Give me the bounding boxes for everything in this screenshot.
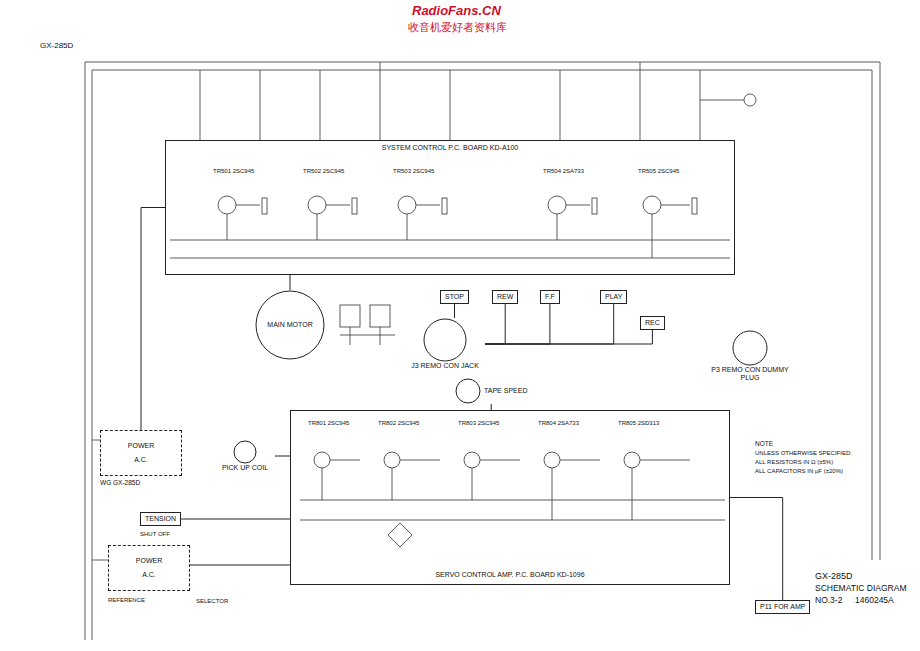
control-knob: TAPE SPEED	[455, 378, 527, 404]
schematic-label: TR803 2SC945	[458, 420, 499, 427]
power-switch-box: POWER A.C.	[108, 545, 190, 591]
node-text: P3 REMO CON DUMMY PLUG	[705, 366, 795, 382]
node-text: SERVO CONTROL AMP. P.C. BOARD KD-1096	[432, 571, 587, 579]
schematic-label: SELECTOR	[196, 598, 228, 605]
circle-outline	[732, 330, 768, 366]
wire-connector	[181, 519, 290, 520]
node-text: J3 REMO CON JACK	[411, 362, 479, 370]
wire-connector	[485, 304, 550, 344]
schematic-label: NO.3-2	[815, 596, 842, 605]
circle-outline	[455, 378, 481, 404]
switch-box: P11 FOR AMP	[755, 600, 810, 614]
schematic-label: 收音机爱好者资料库	[408, 21, 507, 33]
node-text: P11 FOR AMP	[760, 603, 805, 611]
connector-symbol: PICK UP COIL	[215, 440, 275, 472]
node-text: F.F	[545, 293, 555, 301]
wire-connector	[190, 565, 290, 566]
schematic-label: SHUT OFF	[140, 531, 170, 538]
node-text: PICK UP COIL	[222, 464, 268, 472]
switch-box: REW	[492, 290, 518, 304]
switch-box: TENSION	[140, 512, 181, 526]
schematic-label: TR505 2SC945	[638, 168, 679, 175]
node-text: A.C.	[142, 571, 156, 579]
schematic-label: TR502 2SC945	[303, 168, 344, 175]
schematic-label: REFERENCE	[108, 597, 145, 604]
node-text: REW	[497, 293, 513, 301]
schematic-label: TR504 2SA733	[543, 168, 584, 175]
schematic-label: 1460245A	[855, 596, 894, 605]
motor-symbol: MAIN MOTOR	[255, 290, 325, 360]
circle-outline	[423, 318, 467, 362]
node-text: STOP	[445, 293, 464, 301]
schematic-label: TR801 2SC945	[308, 420, 349, 427]
schematic-label: TR503 2SC945	[393, 168, 434, 175]
power-switch-box: POWER A.C.	[100, 430, 182, 476]
schematic-label: TR804 2SA733	[538, 420, 579, 427]
circuit-board: SYSTEM CONTROL P.C. BOARD KD-A100	[165, 140, 735, 275]
schematic-label: ALL CAPACITORS IN μF (±20%)	[755, 468, 843, 475]
circle-outline	[233, 440, 257, 464]
wire-connector	[275, 456, 290, 457]
schematic-label: SCHEMATIC DIAGRAM	[815, 584, 906, 593]
schematic-label: ALL RESISTORS IN Ω (±5%)	[755, 459, 833, 466]
switch-box: F.F	[540, 290, 560, 304]
circuit-board: SERVO CONTROL AMP. P.C. BOARD KD-1096	[290, 410, 730, 585]
schematic-label: NOTE	[755, 440, 773, 447]
node-text: PLAY	[605, 293, 622, 301]
switch-box: STOP	[440, 290, 469, 304]
schematic-label: GX-285D	[815, 572, 853, 582]
schematic-label: TR802 2SC945	[378, 420, 419, 427]
wire-connector	[290, 275, 291, 290]
schematic-label: WG GX-285D	[100, 479, 140, 486]
schematic-label: RadioFans.CN	[412, 4, 501, 18]
node-text: SYSTEM CONTROL P.C. BOARD KD-A100	[379, 144, 522, 152]
switch-box: PLAY	[600, 290, 627, 304]
node-text: TAPE SPEED	[484, 387, 527, 395]
node-text: REC	[645, 319, 660, 327]
wire-connector	[454, 304, 455, 318]
node-text: POWER	[128, 442, 154, 450]
page-title: GX-285D	[40, 42, 73, 51]
node-text: A.C.	[134, 456, 148, 464]
wire-connector	[141, 208, 165, 431]
node-text: POWER	[136, 557, 162, 565]
switch-box: REC	[640, 316, 665, 330]
node-text: TENSION	[145, 515, 176, 523]
schematic-label: UNLESS OTHERWISE SPECIFIED:	[755, 450, 852, 457]
wire-connector	[485, 304, 614, 344]
schematic-label: TR805 2SD313	[618, 420, 659, 427]
connector-symbol: J3 REMO CON JACK	[405, 318, 485, 370]
node-text: MAIN MOTOR	[267, 321, 312, 329]
connector-symbol: P3 REMO CON DUMMY PLUG	[705, 330, 795, 382]
wire-connector	[485, 304, 505, 344]
wire-connector	[730, 498, 783, 601]
wire-connector	[485, 330, 652, 344]
schematic-label: TR501 2SC945	[213, 168, 254, 175]
